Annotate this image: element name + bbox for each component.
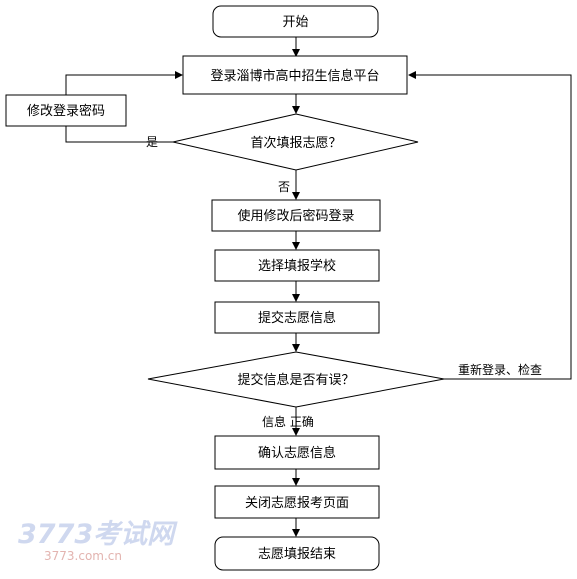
edge-yes-change-password — [65, 126, 173, 143]
no-label: 否 — [278, 180, 290, 194]
end-label: 志愿填报结束 — [258, 547, 336, 562]
watermark-logo: 3773考试网 — [18, 519, 178, 550]
first-time-decision — [172, 113, 419, 171]
edge-change-password-login — [65, 71, 183, 95]
watermark-url: 3773.com.cn — [44, 549, 122, 563]
confirm-info-label: 确认志愿信息 — [258, 445, 336, 461]
choose-school-node — [214, 249, 380, 282]
close-page-node — [214, 485, 380, 519]
login-new-password-label: 使用修改后密码登录 — [237, 208, 354, 224]
submit-error-label: 提交信息是否有误？ — [237, 372, 354, 388]
start-node — [212, 5, 379, 38]
submit-info-label: 提交志愿信息 — [258, 310, 336, 326]
relogin-check-label: 重新登录、检查 — [458, 362, 542, 377]
first-time-label: 首次填报志愿？ — [250, 135, 341, 151]
info-correct-label: 信息 正确 — [262, 414, 314, 429]
submit-error-decision — [147, 351, 445, 408]
login-new-password-node — [211, 199, 381, 232]
end-node — [214, 536, 380, 571]
choose-school-label: 选择填报学校 — [258, 258, 336, 274]
change-password-label: 修改登录密码 — [27, 103, 105, 119]
submit-info-node — [214, 301, 380, 334]
start-label: 开始 — [282, 15, 308, 30]
login-label: 登录淄博市高中招生信息平台 — [210, 68, 379, 84]
yes-label: 是 — [146, 135, 158, 149]
edge-error-relogin — [408, 71, 572, 380]
login-node — [182, 55, 408, 95]
close-page-label: 关闭志愿报考页面 — [245, 496, 349, 511]
change-password-node — [5, 94, 127, 127]
confirm-info-node — [214, 435, 380, 470]
